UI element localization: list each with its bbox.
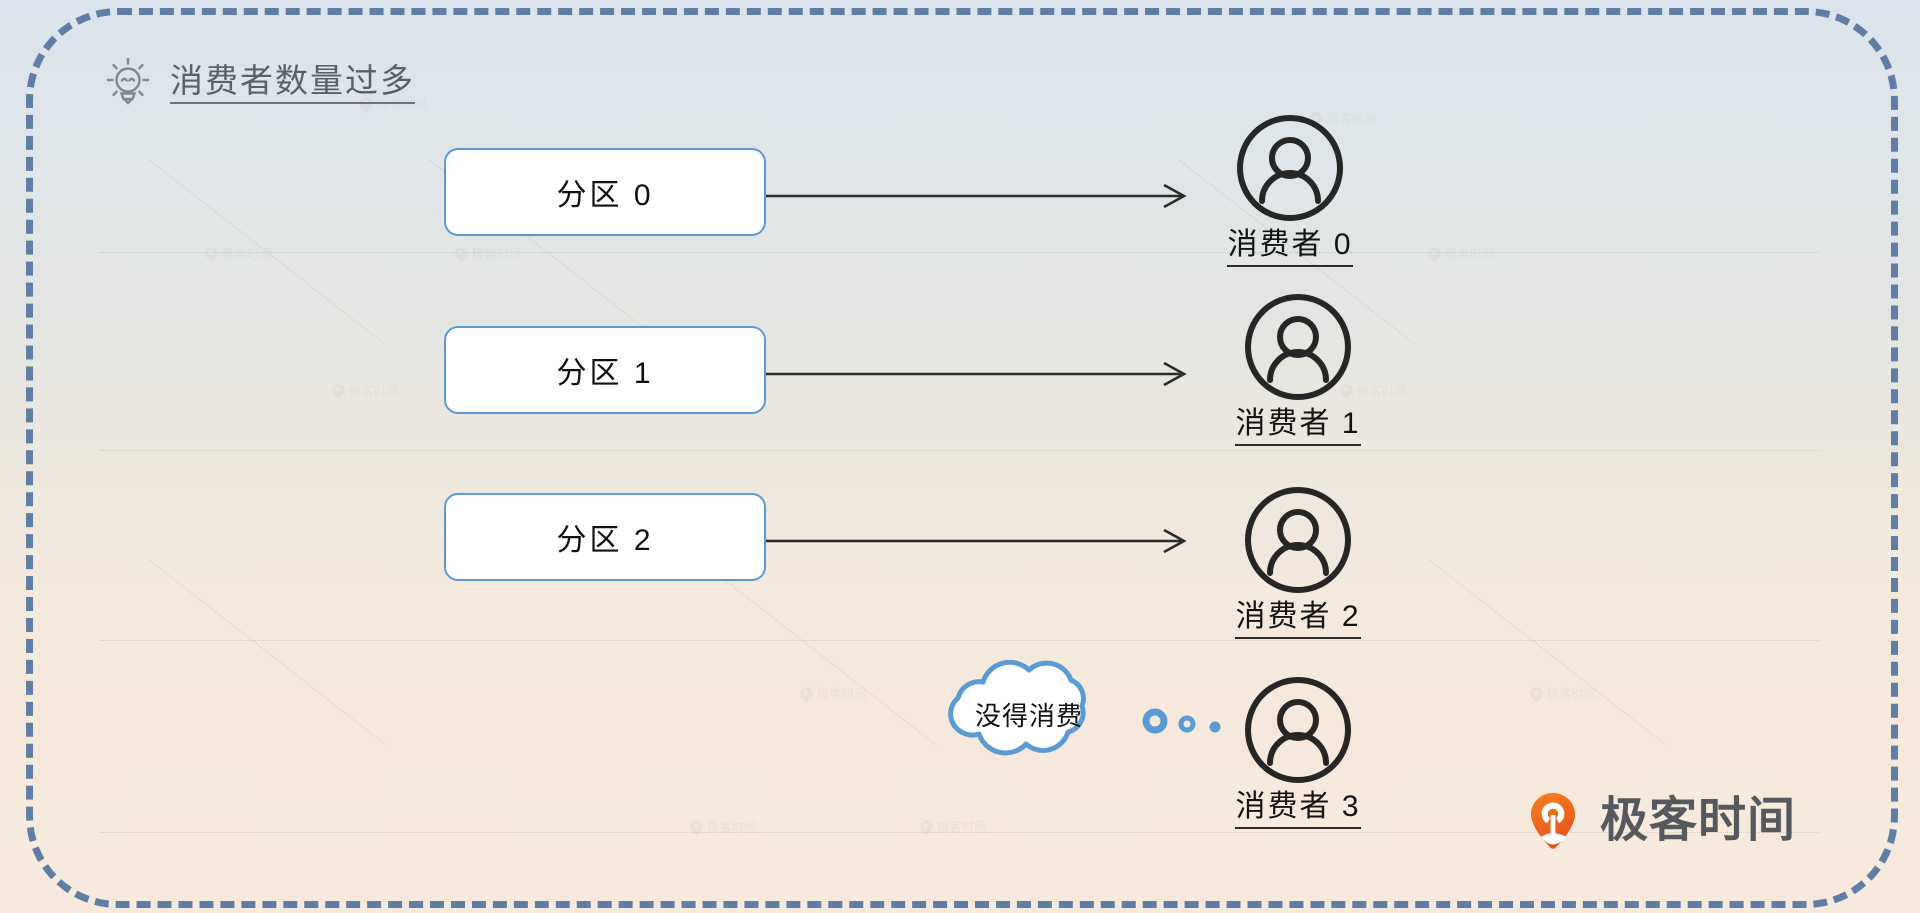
arrow-partition-1-to-consumer-1 xyxy=(766,361,1187,387)
consumer-label: 消费者 0 xyxy=(1227,227,1353,267)
person-icon xyxy=(1245,294,1351,400)
watermark: 极客时间 xyxy=(1527,684,1598,703)
consumer-0[interactable]: 消费者 0 xyxy=(1175,113,1405,267)
watermark: 极客时间 xyxy=(1425,244,1496,263)
watermark-label: 极客时间 xyxy=(937,820,988,834)
person-icon xyxy=(1245,677,1351,783)
partition-label: 分区 0 xyxy=(556,179,654,212)
watermark: 极客时间 xyxy=(329,381,400,400)
geekbang-logo-icon xyxy=(1531,793,1575,849)
watermark-label: 极客时间 xyxy=(472,247,523,261)
lightbulb-icon xyxy=(106,57,150,105)
watermark: 极客时间 xyxy=(917,817,988,836)
watermark-diagonal xyxy=(1429,560,1667,746)
watermark-line xyxy=(100,450,1820,451)
partition-label: 分区 1 xyxy=(556,357,654,390)
person-icon xyxy=(1237,115,1343,221)
watermark-diagonal xyxy=(149,160,387,346)
watermark-icon xyxy=(1425,244,1444,263)
diagram-header: 消费者数量过多 xyxy=(100,55,415,111)
watermark-icon xyxy=(687,817,706,836)
watermark: 极客时间 xyxy=(452,244,523,263)
person-icon xyxy=(1245,487,1351,593)
thought-dot-small xyxy=(1209,721,1221,733)
consumer-2[interactable]: 消费者 2 xyxy=(1183,485,1413,639)
thought-bubble-text: 没得消费 xyxy=(974,700,1083,731)
watermark-line xyxy=(100,640,1820,641)
brand-name: 极客时间 xyxy=(1600,794,1797,847)
brand-logo: 极客时间 xyxy=(1522,790,1796,852)
thought-cloud-icon xyxy=(948,660,1086,756)
watermark-label: 极客时间 xyxy=(817,687,868,701)
partition-box-0[interactable]: 分区 0 xyxy=(444,148,766,236)
watermark-label: 极客时间 xyxy=(1445,247,1496,261)
partition-label: 分区 2 xyxy=(556,524,654,557)
watermark-label: 极客时间 xyxy=(1547,687,1598,701)
page-title: 消费者数量过多 xyxy=(170,62,415,105)
thought-bubble: 没得消费 xyxy=(912,660,1152,768)
watermark-diagonal xyxy=(699,560,937,746)
watermark-icon xyxy=(1527,684,1546,703)
watermark-label: 极客时间 xyxy=(222,247,273,261)
watermark: 极客时间 xyxy=(202,244,273,263)
watermark-line xyxy=(100,252,1820,253)
watermark: 极客时间 xyxy=(797,684,868,703)
consumer-3[interactable]: 消费者 3 xyxy=(1183,675,1413,829)
watermark-diagonal xyxy=(149,560,387,746)
consumer-label: 消费者 2 xyxy=(1235,599,1361,639)
watermark-icon xyxy=(917,817,936,836)
watermark-icon xyxy=(329,381,348,400)
watermark-icon xyxy=(202,244,221,263)
partition-box-2[interactable]: 分区 2 xyxy=(444,493,766,581)
watermark-icon xyxy=(452,244,471,263)
consumer-label: 消费者 1 xyxy=(1235,406,1361,446)
watermark-icon xyxy=(797,684,816,703)
watermark-label: 极客时间 xyxy=(349,384,400,398)
arrow-partition-2-to-consumer-2 xyxy=(766,528,1187,554)
consumer-label: 消费者 3 xyxy=(1235,789,1361,829)
watermark: 极客时间 xyxy=(687,817,758,836)
consumer-1[interactable]: 消费者 1 xyxy=(1183,292,1413,446)
partition-box-1[interactable]: 分区 1 xyxy=(444,326,766,414)
thought-dot-large xyxy=(1142,708,1168,734)
arrow-partition-0-to-consumer-0 xyxy=(766,183,1187,209)
thought-dot-medium xyxy=(1178,715,1196,733)
dashed-frame-border xyxy=(26,8,1898,908)
watermark-label: 极客时间 xyxy=(707,820,758,834)
